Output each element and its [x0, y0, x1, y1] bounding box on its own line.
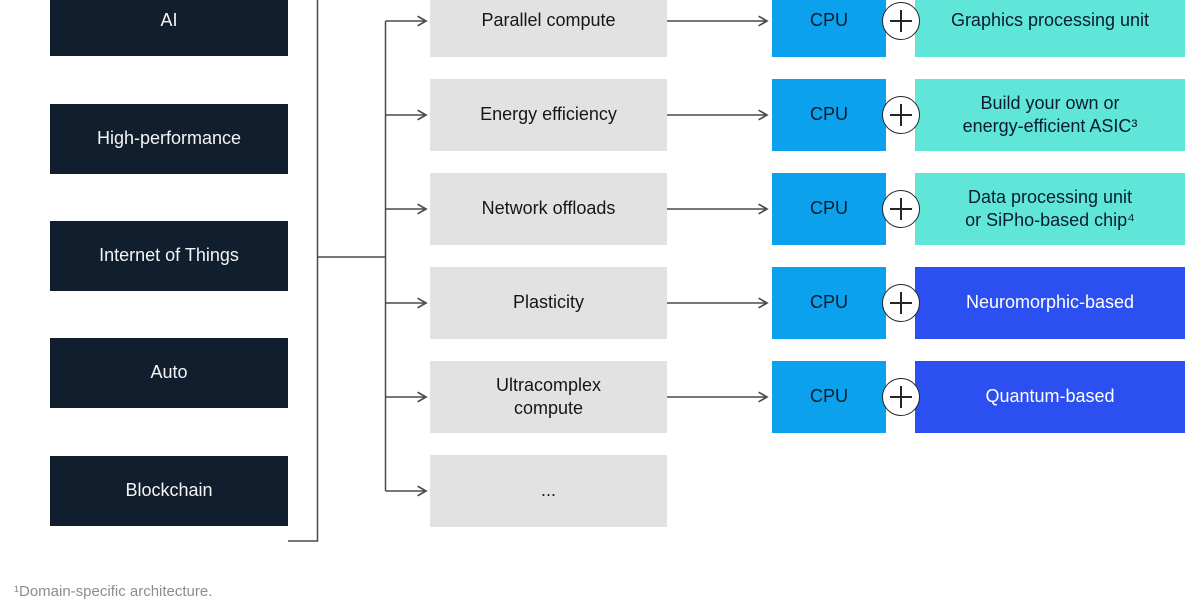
- requirement-box-energy-efficiency: Energy efficiency: [430, 79, 667, 151]
- accelerator-box-quantum: Quantum-based: [915, 361, 1185, 433]
- requirement-box-plasticity: Plasticity: [430, 267, 667, 339]
- domain-box-ai: AI: [50, 0, 288, 56]
- cpu-box: CPU: [772, 0, 886, 57]
- cpu-box: CPU: [772, 267, 886, 339]
- domain-box-high-performance: High-performance: [50, 104, 288, 174]
- cpu-box: CPU: [772, 361, 886, 433]
- plus-icon: [882, 190, 920, 228]
- plus-icon: [882, 2, 920, 40]
- requirement-box-parallel-compute: Parallel compute: [430, 0, 667, 57]
- requirement-box-network-offloads: Network offloads: [430, 173, 667, 245]
- footnote-text: ¹Domain-specific architecture.: [14, 583, 213, 600]
- requirement-box-ultracomplex-compute: Ultracomplex compute: [430, 361, 667, 433]
- cpu-box: CPU: [772, 173, 886, 245]
- accelerator-box-asic: Build your own or energy-efficient ASIC³: [915, 79, 1185, 151]
- accelerator-box-dpu-sipho: Data processing unit or SiPho-based chip…: [915, 173, 1185, 245]
- domain-trunk-line: [288, 0, 319, 542]
- plus-icon: [882, 284, 920, 322]
- domain-box-auto: Auto: [50, 338, 288, 408]
- domain-box-blockchain: Blockchain: [50, 456, 288, 526]
- requirement-box-ellipsis: ...: [430, 455, 667, 527]
- accelerator-box-neuromorphic: Neuromorphic-based: [915, 267, 1185, 339]
- plus-icon: [882, 378, 920, 416]
- accelerator-box-gpu: Graphics processing unit: [915, 0, 1185, 57]
- cpu-box: CPU: [772, 79, 886, 151]
- plus-icon: [882, 96, 920, 134]
- domain-box-internet-of-things: Internet of Things: [50, 221, 288, 291]
